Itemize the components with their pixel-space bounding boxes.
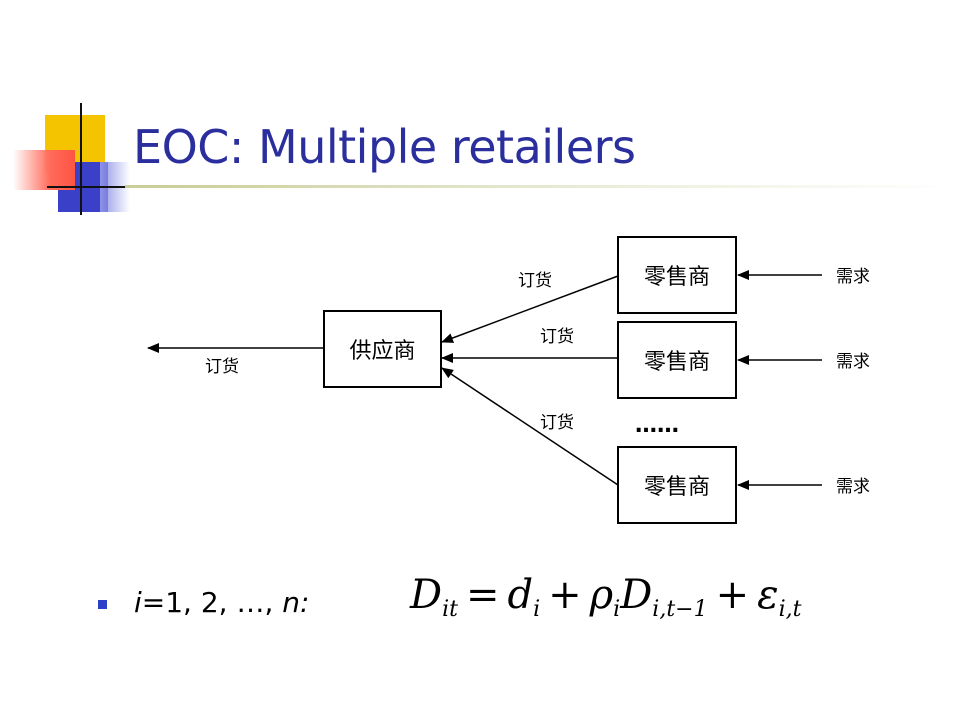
formula-epsilon: ε <box>757 572 779 618</box>
order-label-2: 订货 <box>540 327 574 347</box>
var-i: i <box>134 586 142 619</box>
supplier-node: 供应商 <box>323 310 442 388</box>
decor-red-bar <box>13 150 75 190</box>
formula-d: d <box>507 572 534 618</box>
title-underline <box>125 185 960 188</box>
range-text: =1, 2, …, <box>141 586 283 619</box>
bullet-text: i=1, 2, …, n: <box>134 586 309 619</box>
retailer-ellipsis: …… <box>635 413 679 438</box>
formula-plus-1: + <box>548 572 582 618</box>
order-label-upstream: 订货 <box>205 357 239 377</box>
retailer-node-2: 零售商 <box>617 321 737 399</box>
formula-D-lag: D <box>620 572 653 618</box>
formula-lhs: D <box>410 572 443 618</box>
retailer-node-1: 零售商 <box>617 236 737 314</box>
retailer-label-2: 零售商 <box>644 350 710 375</box>
retailer-label-1: 零售商 <box>644 265 710 290</box>
demand-formula: Dit=di+ρiDi,t−1+εi,t <box>410 572 801 622</box>
order-arrow-1 <box>441 275 619 343</box>
var-n: n: <box>282 586 310 619</box>
formula-epsilon-sub: i,t <box>778 597 802 622</box>
formula-rho-sub: i <box>613 597 621 622</box>
decor-vertical-line <box>80 103 82 215</box>
formula-plus-2: + <box>715 572 750 618</box>
supplier-label: 供应商 <box>349 339 415 364</box>
order-arrow-3 <box>441 367 619 486</box>
bullet-marker <box>98 600 107 609</box>
demand-label-2: 需求 <box>836 352 870 372</box>
order-label-3: 订货 <box>540 413 574 433</box>
formula-rho: ρ <box>589 572 614 618</box>
formula-eq: = <box>465 572 500 618</box>
formula-D-lag-sub: i,t−1 <box>652 597 708 622</box>
demand-label-3: 需求 <box>836 477 870 497</box>
retailer-node-3: 零售商 <box>617 446 737 524</box>
formula-d-sub: i <box>533 597 541 622</box>
retailer-label-3: 零售商 <box>644 475 710 500</box>
order-label-1: 订货 <box>518 271 552 291</box>
slide-title: EOC: Multiple retailers <box>133 120 636 174</box>
demand-label-1: 需求 <box>836 267 870 287</box>
formula-lhs-sub: it <box>442 597 458 622</box>
decor-horizontal-line <box>47 186 127 188</box>
